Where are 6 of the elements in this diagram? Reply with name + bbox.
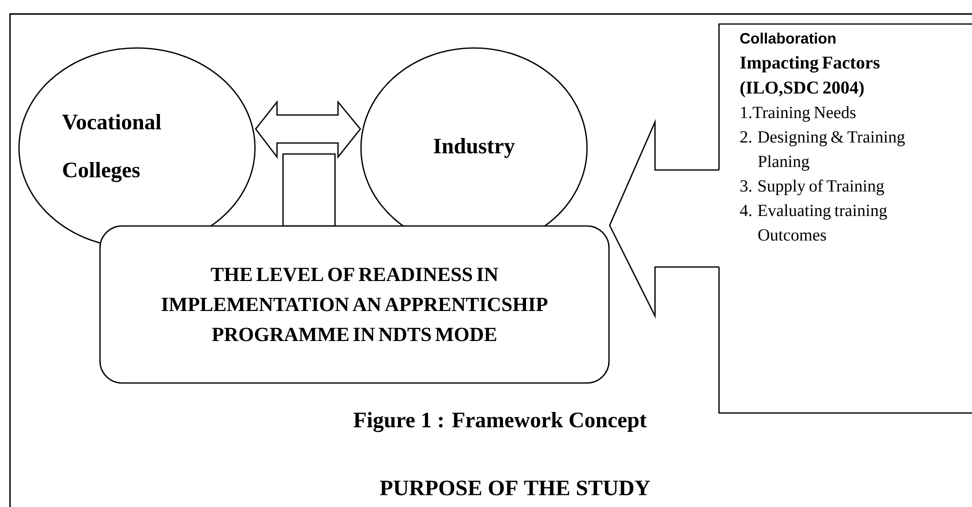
callout-box: Collaboration Impacting Factors (ILO,SDC 2004) 1.Training Needs 2. Designing & Training Planing 3. Supply of Training 4. Evaluating training Outcomes: [718, 23, 972, 414]
stem-bar: [282, 153, 336, 227]
rounded-box: THE LEVEL OF READINESS IN IMPLEMENTATION AN APPRENTICSHIP PROGRAMME IN NDTS MODE: [99, 225, 610, 384]
figure-caption: Figure 1 : Framework Concept: [354, 412, 647, 432]
section-heading: PURPOSE OF THE STUDY: [380, 480, 650, 496]
callout-pointer: [608, 118, 720, 319]
